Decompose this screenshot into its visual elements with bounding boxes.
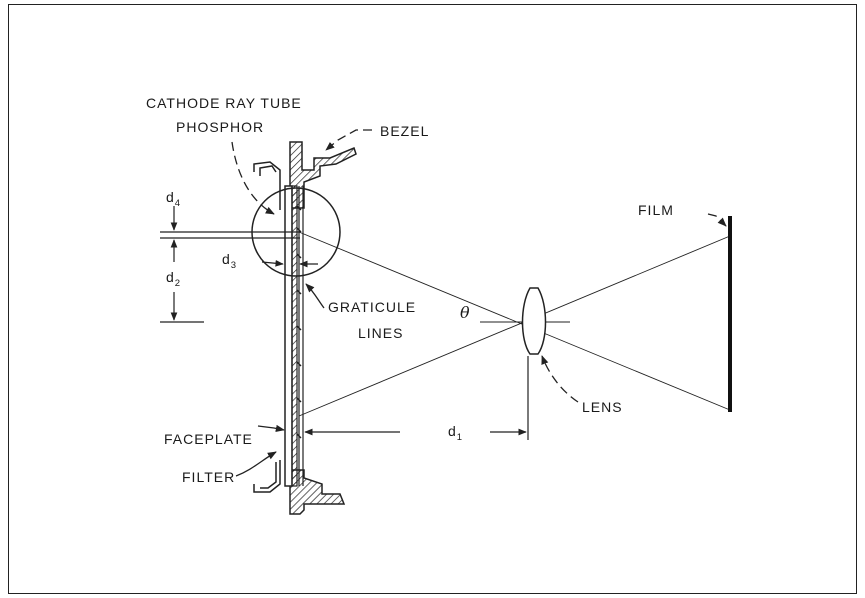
bezel-bottom [289,469,346,515]
graticule-marks [296,205,302,439]
label-lines: LINES [358,325,403,341]
label-d1: d1 [448,423,463,443]
label-filter: FILTER [182,469,235,485]
label-lens: LENS [582,399,623,415]
leader-lines [231,129,727,477]
crt-shell [253,161,281,493]
label-faceplate: FACEPLATE [164,431,253,447]
dimension-d2-d4 [160,206,300,323]
diagram-frame [8,4,857,594]
dimension-d1 [304,356,529,440]
label-cathode-ray-tube: CATHODE RAY TUBE [146,95,302,111]
dimension-d3 [261,259,318,268]
label-phosphor: PHOSPHOR [176,119,264,135]
label-bezel: BEZEL [380,123,429,139]
label-d3: d3 [222,251,237,271]
bezel-top [289,141,357,209]
label-theta: θ [460,303,470,322]
label-graticule: GRATICULE [328,299,416,315]
label-film: FILM [638,202,674,218]
label-d2: d2 [166,269,181,289]
optical-rays [298,231,731,417]
lens-shape [521,287,547,355]
label-d4: d4 [166,189,181,209]
